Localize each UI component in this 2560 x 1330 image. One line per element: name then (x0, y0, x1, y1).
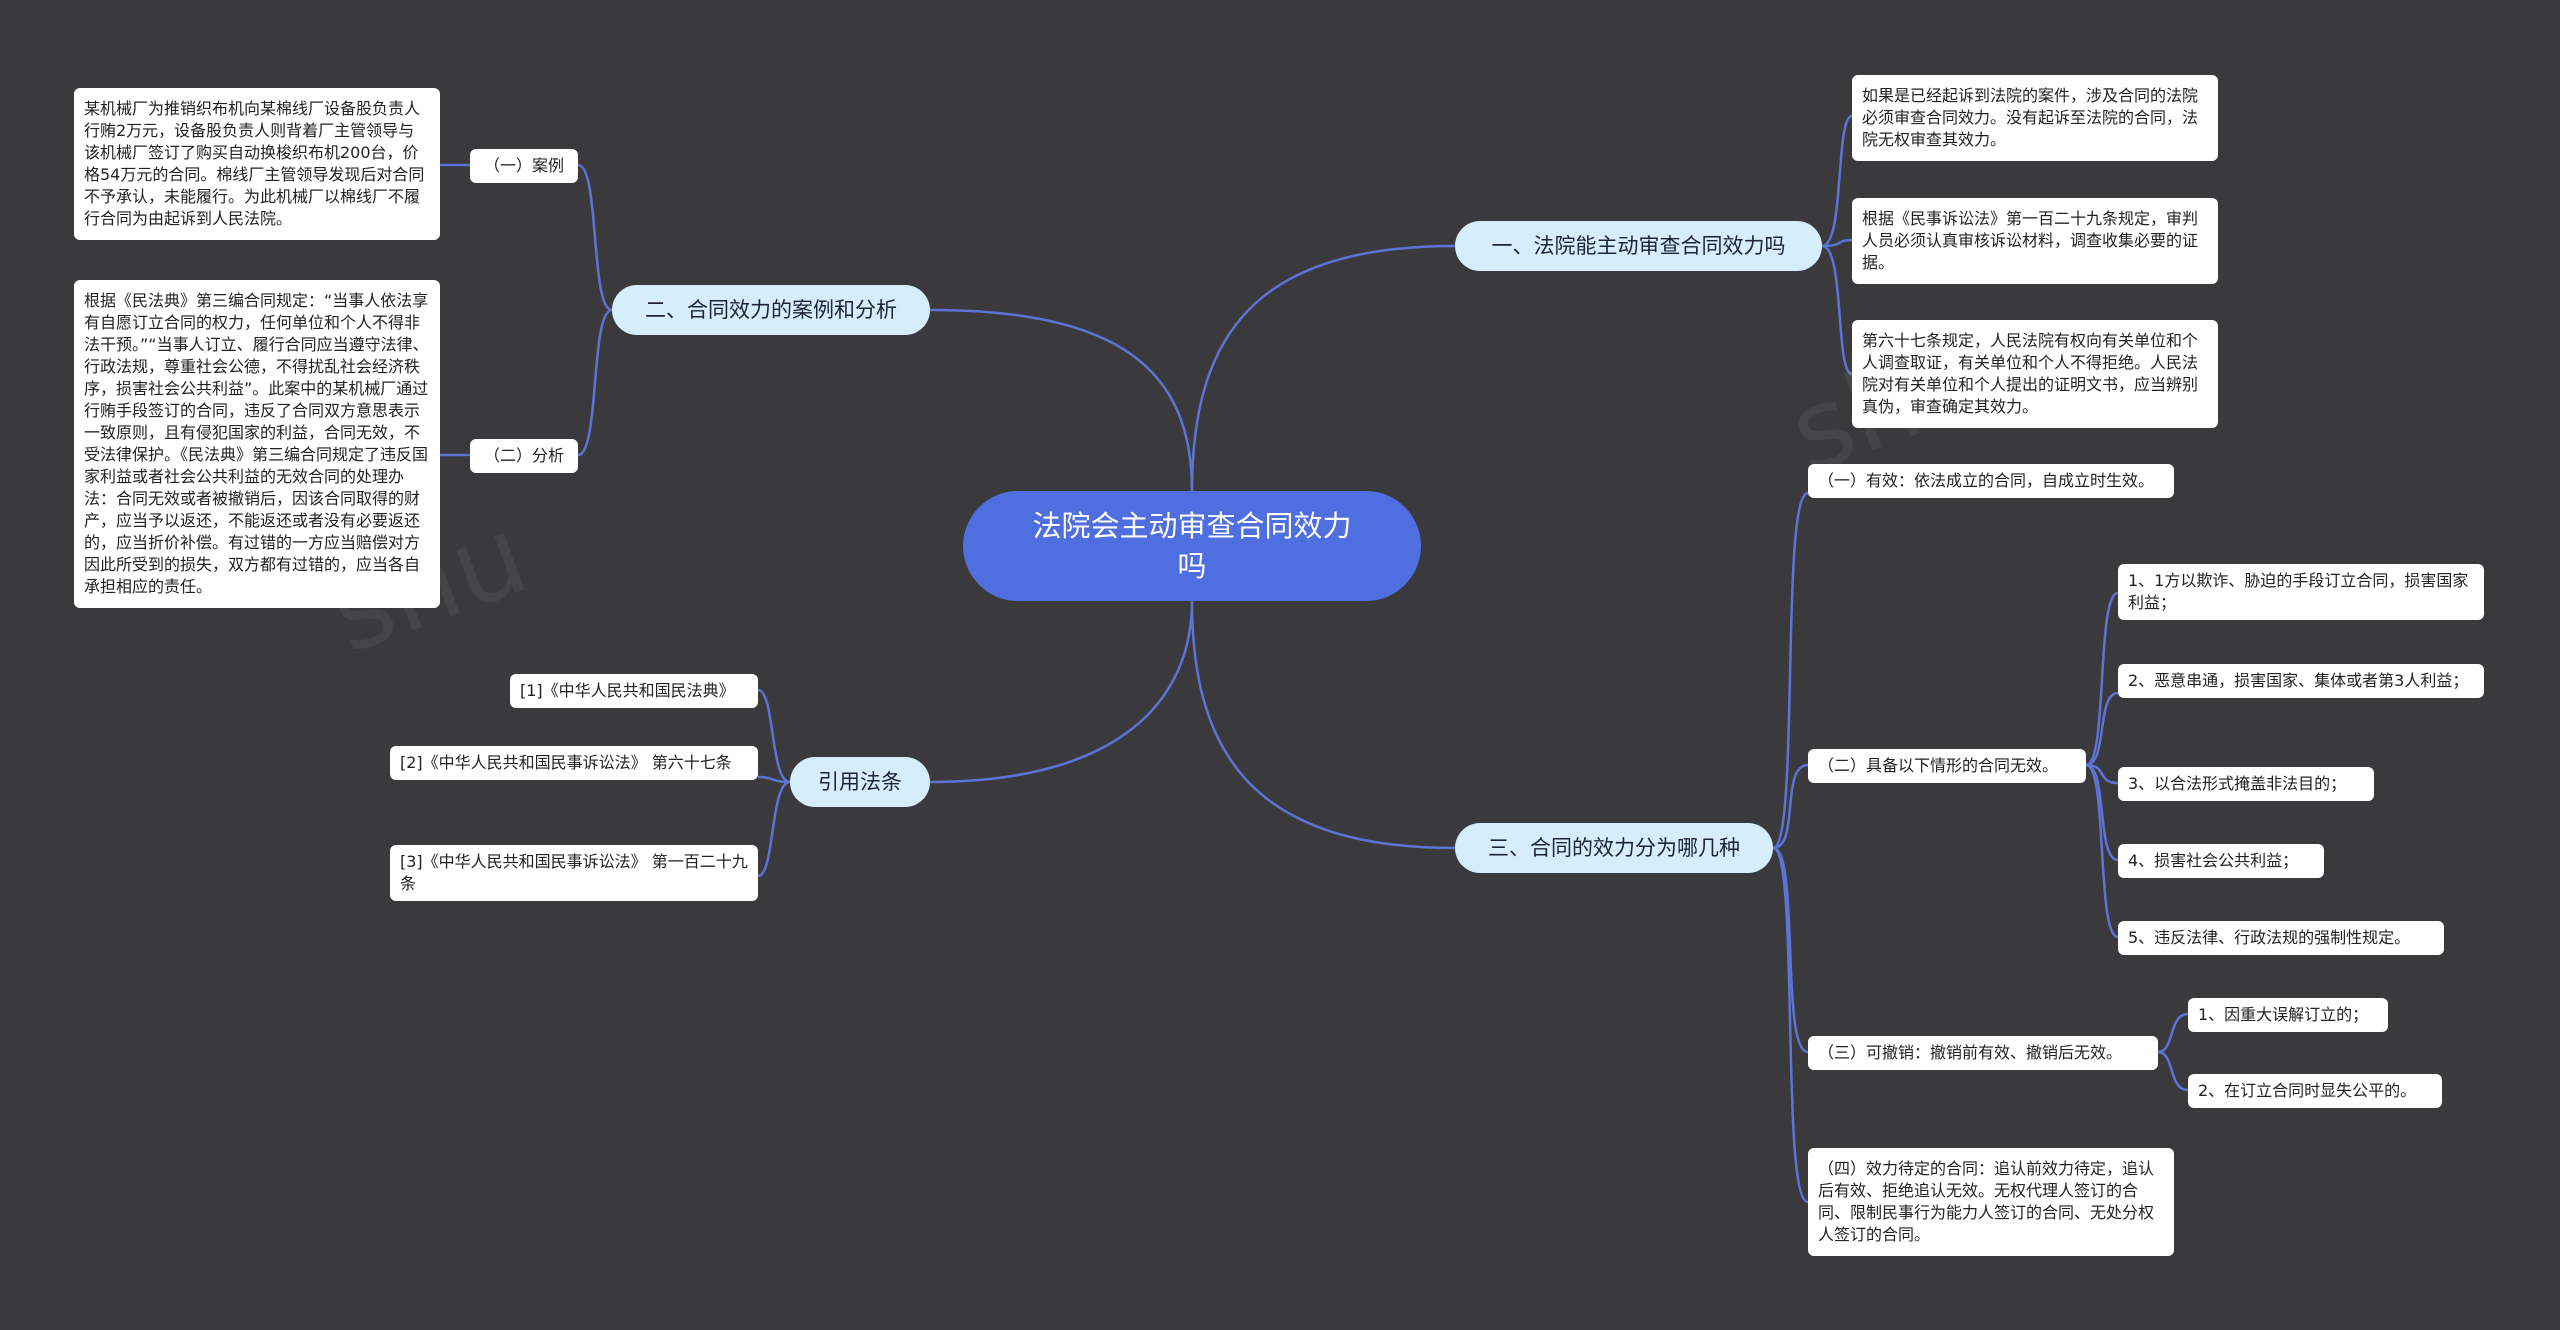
item-text: 1、1方以欺诈、胁迫的手段订立合同，损害国家利益； (2128, 571, 2469, 612)
item-text: 1、因重大误解订立的； (2198, 1005, 2369, 1024)
link-b4-ref3 (757, 780, 791, 878)
ref-3[interactable]: [3]《中华人民共和国民事诉讼法》 第一百二十九条 (390, 845, 758, 901)
link-s2-i2 (2085, 691, 2119, 767)
sub-label: （二）分析 (483, 446, 564, 465)
leaf-b1-3[interactable]: 第六十七条规定，人民法院有权向有关单位和个人调查取证，有关单位和个人不得拒绝。人… (1852, 320, 2218, 428)
link-s2-i5 (2085, 763, 2119, 939)
branch-label: 一、法院能主动审查合同效力吗 (1491, 234, 1786, 258)
sub-analysis[interactable]: （二）分析 (470, 439, 578, 473)
void-item-4[interactable]: 4、损害社会公共利益； (2118, 844, 2324, 878)
link-s3-i2 (2157, 1050, 2189, 1092)
link-s3-i1 (2157, 1012, 2189, 1054)
ref-text: [2]《中华人民共和国民事诉讼法》 第六十七条 (400, 753, 732, 772)
leaf-b1-2[interactable]: 根据《民事诉讼法》第一百二十九条规定，审判人员必须认真审核诉讼材料，调查收集必要… (1852, 198, 2218, 284)
sub-valid[interactable]: （一）有效：依法成立的合同，自成立时生效。 (1808, 464, 2174, 498)
revocable-item-1[interactable]: 1、因重大误解订立的； (2188, 998, 2388, 1032)
link-b3-sub2 (1772, 763, 1809, 850)
ref-1[interactable]: [1]《中华人民共和国民法典》 (510, 674, 758, 708)
branch-case-analysis[interactable]: 二、合同效力的案例和分析 (612, 285, 930, 335)
sub-pending[interactable]: （四）效力待定的合同：追认前效力待定，追认后有效、拒绝追认无效。无权代理人签订的… (1808, 1148, 2174, 1256)
link-s2-i3 (2085, 763, 2119, 785)
link-b3-sub1 (1772, 491, 1809, 850)
leaf-b1-1[interactable]: 如果是已经起诉到法院的案件，涉及合同的法院必须审查合同效力。没有起诉至法院的合同… (1852, 75, 2218, 161)
item-text: 2、在订立合同时显失公平的。 (2198, 1081, 2417, 1100)
ref-text: [1]《中华人民共和国民法典》 (520, 681, 735, 700)
link-b1-leaf3 (1821, 244, 1853, 376)
ref-2[interactable]: [2]《中华人民共和国民事诉讼法》 第六十七条 (390, 746, 758, 780)
item-text: 2、恶意串通，损害国家、集体或者第3人利益； (2128, 671, 2469, 690)
link-root-branch3 (1190, 600, 1456, 850)
link-b2-sub2 (577, 308, 613, 457)
sub-label: （四）效力待定的合同：追认前效力待定，追认后有效、拒绝追认无效。无权代理人签订的… (1818, 1159, 2155, 1244)
sub-revocable[interactable]: （三）可撤销：撤销前有效、撤销后无效。 (1808, 1036, 2158, 1070)
link-root-branch2 (929, 308, 1194, 492)
branch-label: 二、合同效力的案例和分析 (645, 298, 897, 322)
leaf-text: 第六十七条规定，人民法院有权向有关单位和个人调查取证，有关单位和个人不得拒绝。人… (1862, 331, 2199, 416)
link-root-branch4 (929, 600, 1194, 784)
link-s2-i1 (2085, 591, 2119, 767)
link-b2-sub1 (577, 163, 613, 312)
sub-label: （二）具备以下情形的合同无效。 (1818, 756, 2059, 775)
ref-text: [3]《中华人民共和国民事诉讼法》 第一百二十九条 (400, 852, 748, 893)
branch-contract-types[interactable]: 三、合同的效力分为哪几种 (1455, 823, 1773, 873)
link-b4-ref2 (757, 775, 791, 784)
void-item-1[interactable]: 1、1方以欺诈、胁迫的手段订立合同，损害国家利益； (2118, 564, 2484, 620)
link-b1-leaf1 (1821, 114, 1853, 248)
branch-cited-laws[interactable]: 引用法条 (790, 757, 930, 807)
leaf-case-text[interactable]: 某机械厂为推销织布机向某棉线厂设备股负责人行贿2万元，设备股负责人则背着厂主管领… (74, 88, 440, 240)
link-b4-ref1 (757, 688, 791, 784)
branch-label: 三、合同的效力分为哪几种 (1488, 836, 1740, 860)
sub-void[interactable]: （二）具备以下情形的合同无效。 (1808, 749, 2086, 783)
item-text: 3、以合法形式掩盖非法目的； (2128, 774, 2347, 793)
void-item-2[interactable]: 2、恶意串通，损害国家、集体或者第3人利益； (2118, 664, 2484, 698)
root-topic-label: 法院会主动审查合同效力吗 (1032, 509, 1352, 583)
sub-label: （一）案例 (483, 156, 564, 175)
root-topic[interactable]: 法院会主动审查合同效力吗 (963, 491, 1421, 601)
sub-case[interactable]: （一）案例 (470, 149, 578, 183)
leaf-text: 某机械厂为推销织布机向某棉线厂设备股负责人行贿2万元，设备股负责人则背着厂主管领… (84, 99, 425, 228)
link-b3-sub4 (1772, 846, 1809, 1204)
leaf-text: 根据《民事诉讼法》第一百二十九条规定，审判人员必须认真审核诉讼材料，调查收集必要… (1862, 209, 2199, 272)
sub-label: （三）可撤销：撤销前有效、撤销后无效。 (1818, 1043, 2123, 1062)
void-item-3[interactable]: 3、以合法形式掩盖非法目的； (2118, 767, 2374, 801)
void-item-5[interactable]: 5、违反法律、行政法规的强制性规定。 (2118, 921, 2444, 955)
branch-label: 引用法条 (818, 770, 902, 794)
item-text: 4、损害社会公共利益； (2128, 851, 2299, 870)
sub-label: （一）有效：依法成立的合同，自成立时生效。 (1818, 471, 2155, 490)
link-b1-leaf2 (1821, 238, 1853, 248)
link-s2-i4 (2085, 763, 2119, 862)
item-text: 5、违反法律、行政法规的强制性规定。 (2128, 928, 2411, 947)
branch-court-review[interactable]: 一、法院能主动审查合同效力吗 (1455, 221, 1822, 271)
leaf-text: 如果是已经起诉到法院的案件，涉及合同的法院必须审查合同效力。没有起诉至法院的合同… (1862, 86, 2199, 149)
revocable-item-2[interactable]: 2、在订立合同时显失公平的。 (2188, 1074, 2442, 1108)
leaf-analysis-text[interactable]: 根据《民法典》第三编合同规定：“当事人依法享有自愿订立合同的权力，任何单位和个人… (74, 280, 440, 608)
link-root-branch1 (1190, 244, 1456, 492)
link-b3-sub3 (1772, 846, 1809, 1054)
leaf-text: 根据《民法典》第三编合同规定：“当事人依法享有自愿订立合同的权力，任何单位和个人… (84, 291, 429, 596)
